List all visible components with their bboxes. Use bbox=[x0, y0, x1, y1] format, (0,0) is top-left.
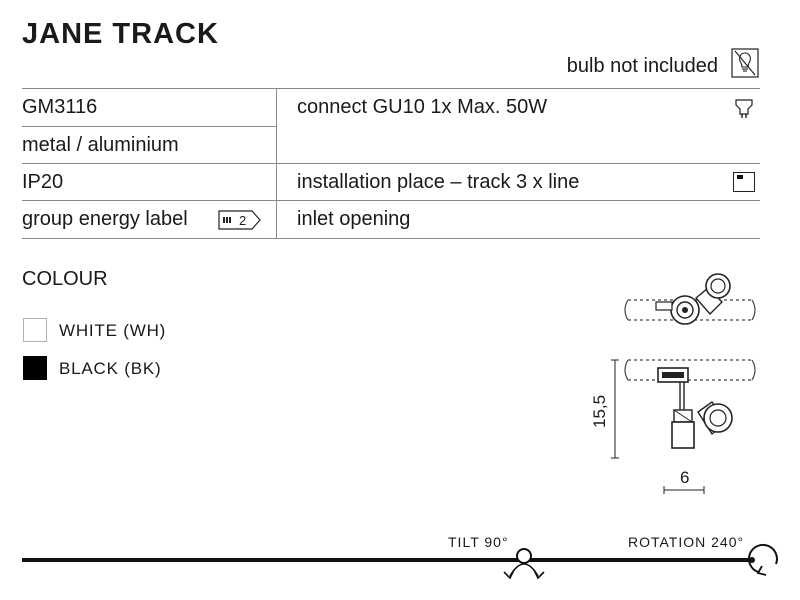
black-option-label: BLACK (BK) bbox=[59, 359, 162, 378]
table-top-rule bbox=[22, 88, 760, 89]
table-rule-1 bbox=[22, 126, 276, 127]
connect-spec: connect GU10 1x Max. 50W bbox=[297, 96, 548, 118]
material-value: metal / aluminium bbox=[22, 134, 179, 156]
gu10-socket-icon bbox=[735, 99, 753, 118]
product-technical-drawing bbox=[611, 273, 756, 494]
energy-label-icon: 2 bbox=[218, 210, 261, 230]
track-3-line-icon bbox=[733, 172, 755, 192]
ip-rating: IP20 bbox=[22, 171, 64, 193]
tilt-label: TILT 90° bbox=[448, 534, 509, 550]
top-view bbox=[624, 273, 756, 325]
table-rule-2 bbox=[22, 163, 760, 164]
product-title: JANE TRACK bbox=[22, 18, 219, 50]
white-swatch bbox=[23, 318, 47, 342]
rotation-icon bbox=[748, 543, 778, 576]
energy-badge-value: 2 bbox=[239, 213, 246, 228]
crossed-bulb-icon bbox=[731, 48, 759, 78]
width-dimension: 6 bbox=[680, 468, 690, 487]
black-swatch bbox=[23, 356, 47, 380]
side-view bbox=[611, 359, 756, 494]
colour-heading: COLOUR bbox=[22, 268, 108, 290]
tilt-icon bbox=[503, 548, 545, 580]
inlet-spec: inlet opening bbox=[297, 208, 411, 230]
bulb-not-included-note: bulb not included bbox=[566, 55, 718, 77]
table-rule-3 bbox=[22, 200, 760, 201]
product-code: GM3116 bbox=[22, 96, 98, 118]
table-divider bbox=[276, 88, 277, 238]
energy-label-text: group energy label bbox=[22, 208, 188, 230]
white-option-label: WHITE (WH) bbox=[59, 321, 167, 340]
installation-spec: installation place – track 3 x line bbox=[297, 171, 580, 193]
table-bottom-rule bbox=[22, 238, 760, 239]
motion-bar bbox=[22, 543, 778, 580]
rotation-label: ROTATION 240° bbox=[628, 534, 745, 550]
height-dimension: 15,5 bbox=[590, 394, 609, 428]
